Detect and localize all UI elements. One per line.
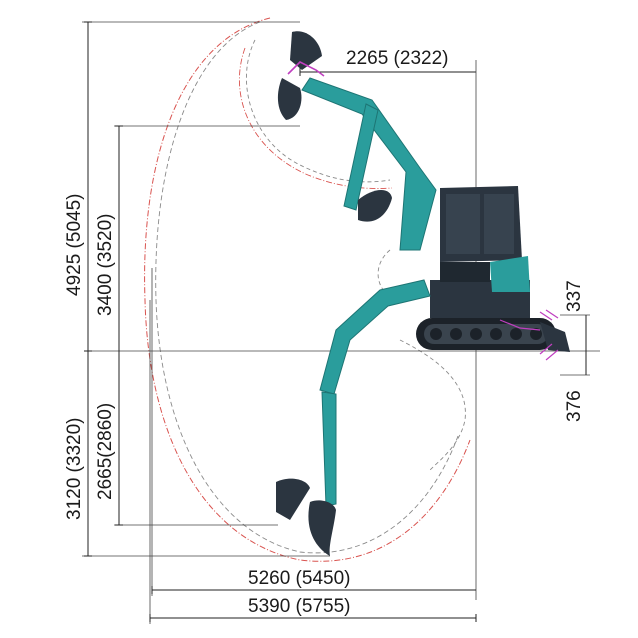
lowered-bucket-left bbox=[276, 478, 310, 520]
envelope-red bbox=[144, 17, 471, 562]
cylinder-mark-upper bbox=[287, 61, 325, 77]
label-max-reach: 5390 (5755) bbox=[248, 596, 350, 617]
cab-window bbox=[446, 194, 480, 254]
lowered-arm bbox=[321, 391, 337, 507]
cab-window-rear bbox=[484, 194, 514, 254]
raised-bucket-curl bbox=[277, 78, 302, 120]
label-max-dig-depth: 3120 (3320) bbox=[64, 418, 85, 520]
envelope-mid-gray bbox=[377, 249, 396, 301]
mid-bucket bbox=[358, 189, 392, 222]
raised-boom-assembly bbox=[277, 31, 437, 251]
engine-cover bbox=[490, 256, 530, 292]
dozer-blade bbox=[540, 322, 570, 352]
label-blade-height: 337 bbox=[564, 280, 585, 312]
label-blade-depth: 376 bbox=[564, 390, 585, 422]
label-max-dump-height: 3400 (3520) bbox=[95, 214, 116, 316]
envelope-gray bbox=[155, 21, 459, 554]
working-envelope bbox=[144, 17, 471, 562]
envelope-inner-gray bbox=[246, 39, 391, 183]
seat-area bbox=[440, 262, 490, 282]
lowered-boom-assembly bbox=[276, 279, 431, 556]
blade-motion-marks bbox=[499, 309, 559, 361]
cylinder-mark-blade bbox=[499, 319, 541, 331]
label-vertical-wall-depth: 2665(2860) bbox=[95, 403, 116, 500]
label-ground-reach: 5260 (5450) bbox=[248, 568, 350, 589]
label-top-reach: 2265 (2322) bbox=[346, 48, 448, 69]
track-inner bbox=[424, 324, 548, 344]
excavator bbox=[416, 186, 570, 352]
label-max-dig-height: 4925 (5045) bbox=[64, 194, 85, 296]
raised-bucket-top bbox=[290, 31, 322, 71]
lowered-bucket bbox=[308, 500, 336, 556]
envelope-lower-gray bbox=[399, 339, 466, 471]
raised-arm bbox=[343, 103, 379, 211]
lowered-boom bbox=[319, 279, 431, 395]
raised-boom bbox=[301, 77, 437, 251]
track-rollers bbox=[430, 328, 542, 340]
